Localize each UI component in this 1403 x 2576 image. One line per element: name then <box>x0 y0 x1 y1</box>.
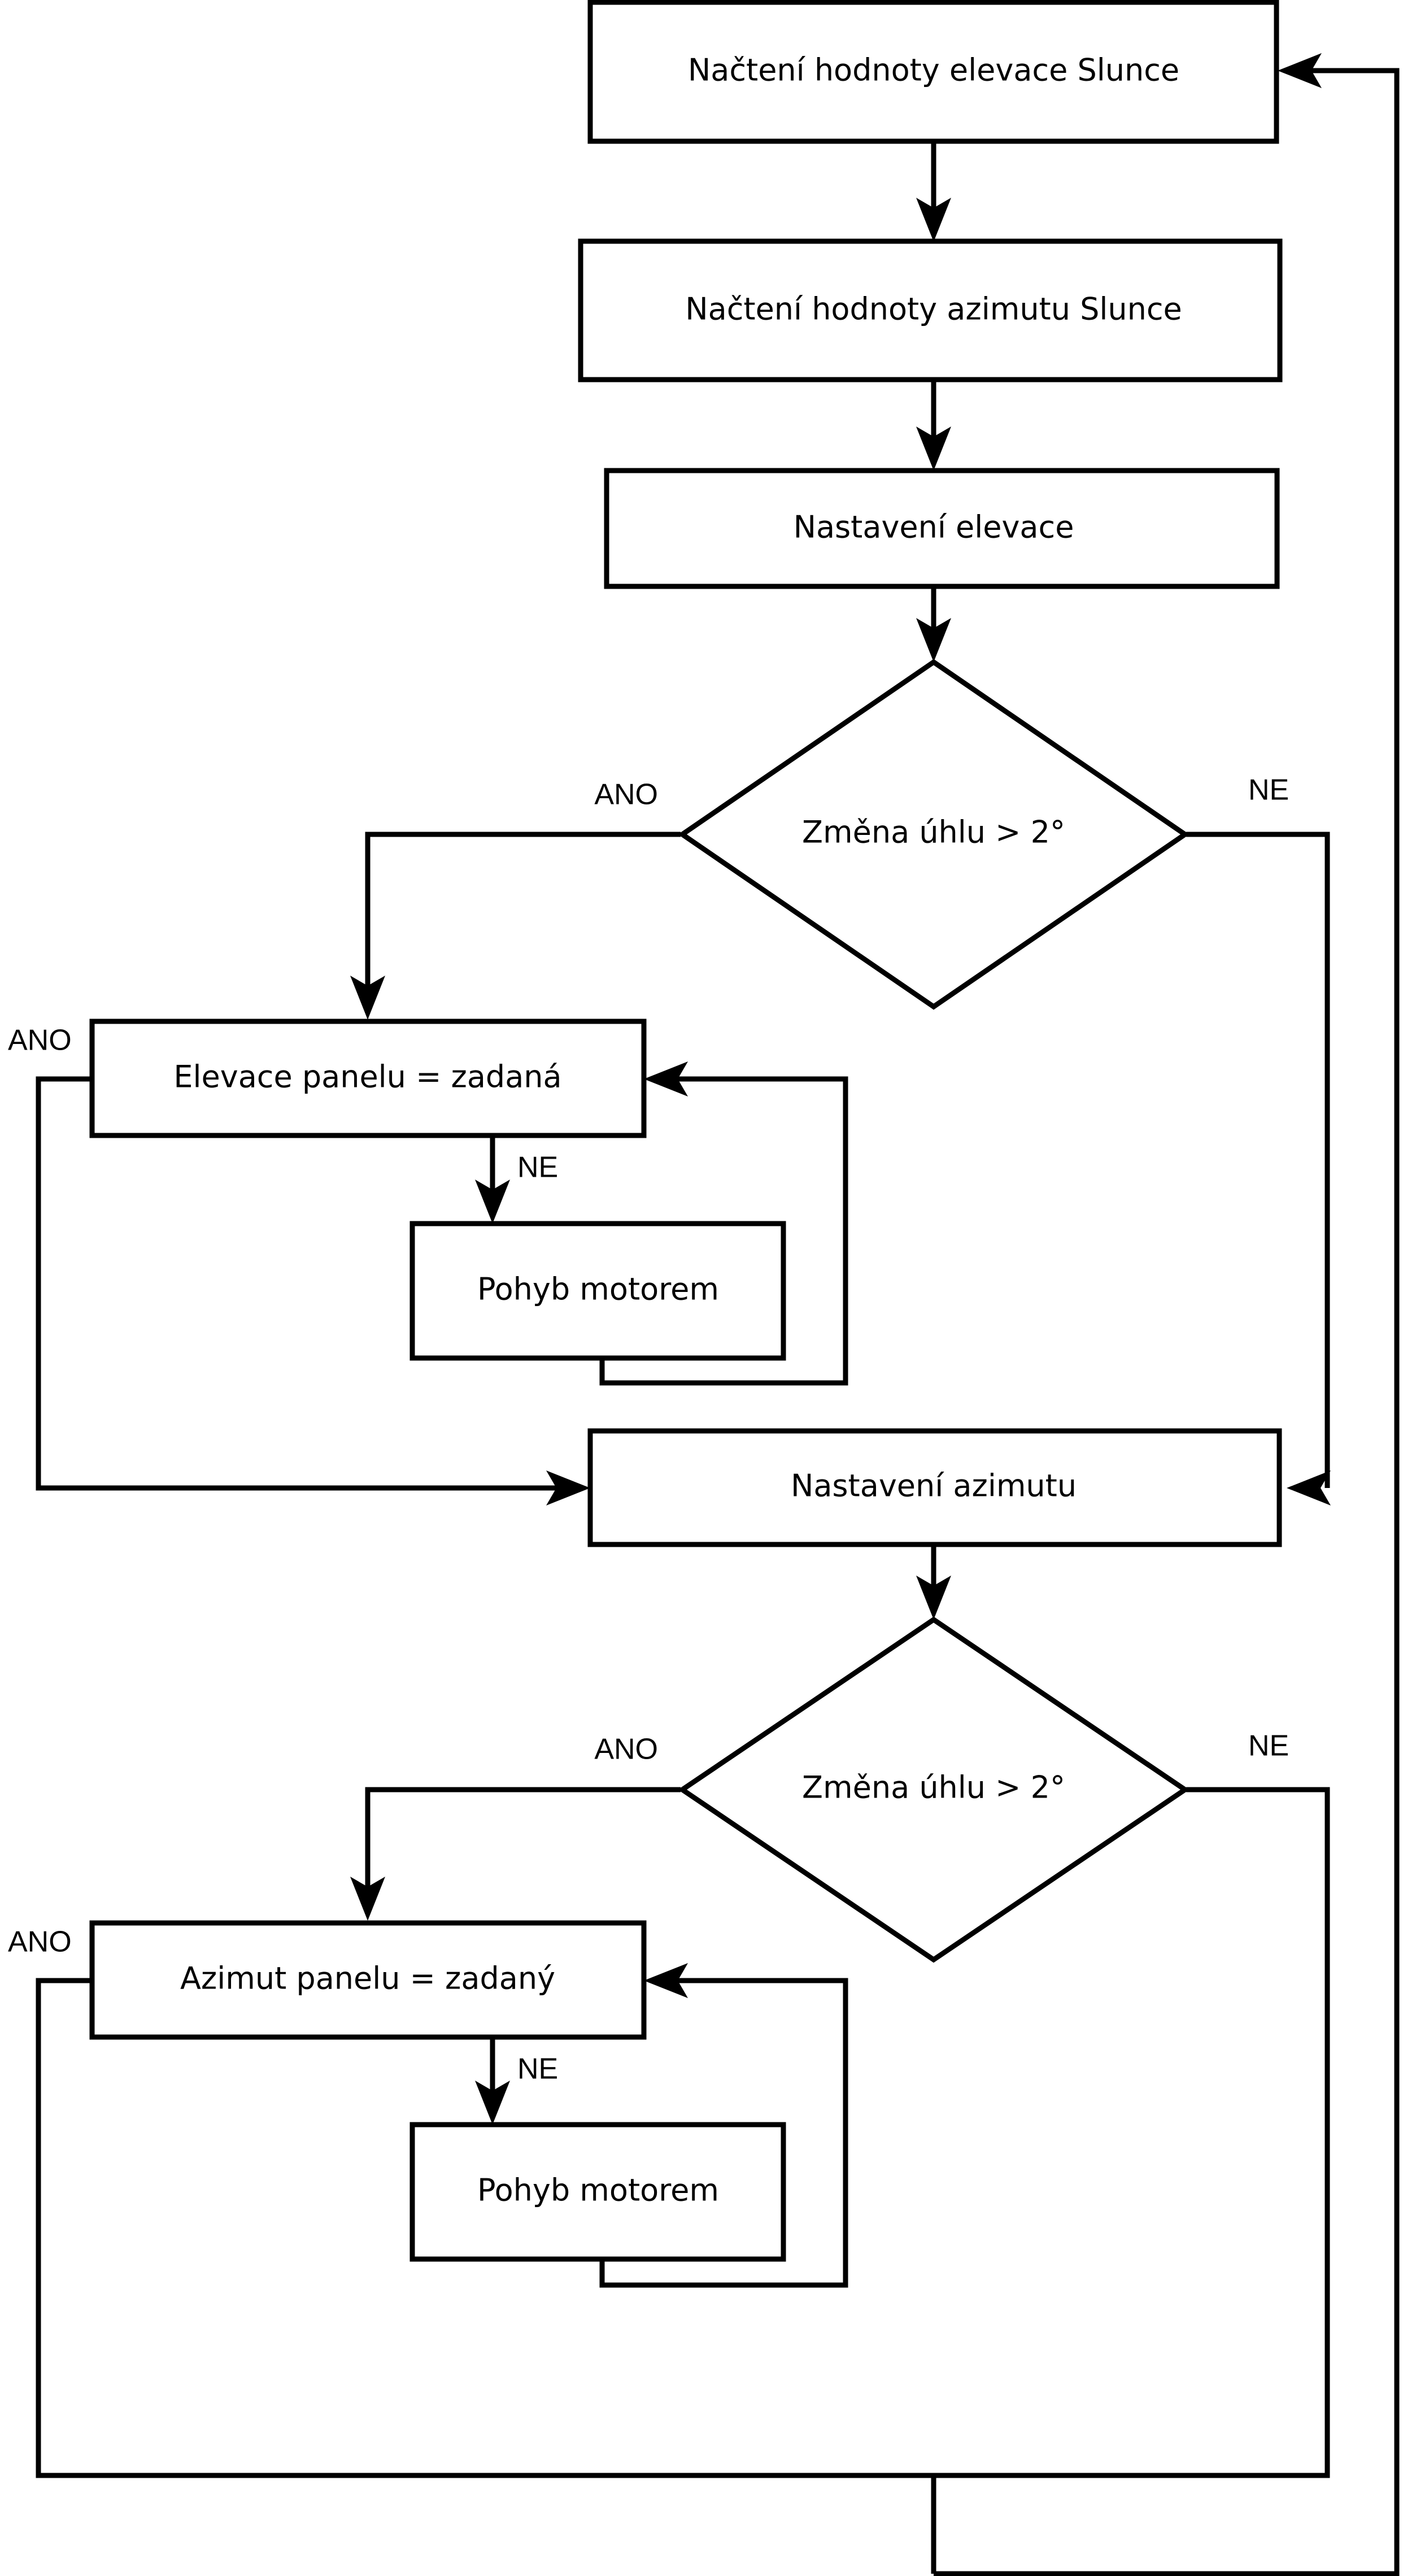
edge-read-elevation-to-read-azimuth <box>916 141 951 242</box>
node-motor-move-elevation-label: Pohyb motorem <box>477 1272 719 1307</box>
node-decision-elevation-label: Změna úhlu > 2° <box>802 815 1065 850</box>
edge-return-loop-to-read-elevation <box>934 53 1400 2576</box>
edge-label-elevation-loop-no: NE <box>517 1151 558 1184</box>
edge-panel-azimuth-yes-to-read-elevation <box>36 1978 934 2478</box>
node-set-azimuth-label: Nastavení azimutu <box>791 1468 1077 1504</box>
node-decision-azimuth[interactable]: Změna úhlu > 2° <box>677 1616 1190 1963</box>
edge-read-azimuth-to-set-elevation <box>916 380 951 471</box>
node-panel-azimuth-equals[interactable]: Azimut panelu = zadaný <box>89 1920 647 2040</box>
edge-decision-azimuth-no-to-read-elevation <box>931 1787 1330 2574</box>
node-set-elevation[interactable]: Nastavení elevace <box>604 468 1280 589</box>
edge-label-azimuth-yes: ANO <box>594 1733 658 1766</box>
edge-decision-elevation-yes-to-panel-elevation <box>350 832 681 1020</box>
node-decision-elevation[interactable]: Změna úhlu > 2° <box>678 659 1190 1010</box>
edge-set-azimuth-to-decision-azimuth <box>916 1546 951 1620</box>
node-motor-move-azimuth-label: Pohyb motorem <box>477 2173 719 2208</box>
node-read-azimuth-label: Načtení hodnoty azimutu Slunce <box>685 291 1182 327</box>
node-read-elevation-label: Načtení hodnoty elevace Slunce <box>688 53 1179 88</box>
node-panel-elevation-equals-label: Elevace panelu = zadaná <box>173 1059 561 1095</box>
node-decision-azimuth-label: Změna úhlu > 2° <box>802 1770 1065 1805</box>
node-motor-move-elevation[interactable]: Pohyb motorem <box>409 1221 786 1361</box>
edge-label-azimuth-loop-no: NE <box>517 2053 558 2086</box>
edge-motor-move-azimuth-back-to-panel-azimuth <box>599 1963 848 2288</box>
edge-label-elevation-loop-yes: ANO <box>8 1024 72 1057</box>
node-read-elevation[interactable]: Načtení hodnoty elevace Slunce <box>587 0 1279 144</box>
edge-panel-elevation-yes-to-set-azimuth <box>36 1076 590 1505</box>
node-panel-azimuth-equals-label: Azimut panelu = zadaný <box>180 1961 555 1996</box>
node-set-elevation-label: Nastavení elevace <box>794 510 1074 545</box>
edge-label-elevation-yes: ANO <box>594 778 658 811</box>
node-set-azimuth[interactable]: Nastavení azimutu <box>587 1428 1282 1547</box>
node-read-azimuth[interactable]: Načtení hodnoty azimutu Slunce <box>578 238 1283 382</box>
edge-label-azimuth-no: NE <box>1248 1730 1289 1763</box>
node-panel-elevation-equals[interactable]: Elevace panelu = zadaná <box>89 1019 647 1138</box>
edge-label-azimuth-loop-yes: ANO <box>8 1926 72 1959</box>
edge-set-elevation-to-decision-elevation <box>916 586 951 662</box>
edge-panel-azimuth-no-to-motor-move <box>475 2037 510 2125</box>
edge-motor-move-elevation-back-to-panel-elevation <box>599 1061 848 1386</box>
node-motor-move-azimuth[interactable]: Pohyb motorem <box>409 2122 786 2262</box>
edge-panel-elevation-no-to-motor-move <box>475 1135 510 1224</box>
edge-decision-azimuth-yes-to-panel-azimuth <box>350 1787 681 1921</box>
edge-label-elevation-no: NE <box>1248 774 1289 807</box>
edge-decision-elevation-no-to-set-azimuth <box>1186 832 1331 1505</box>
